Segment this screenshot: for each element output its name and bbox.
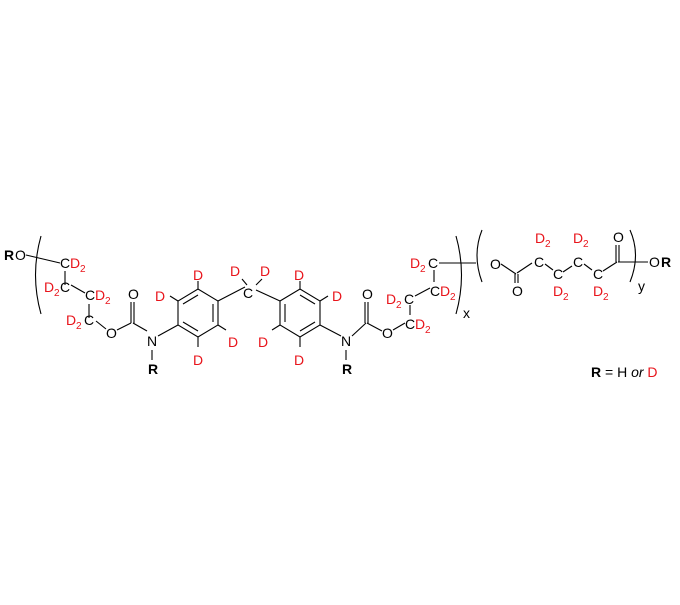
svg-text:O: O xyxy=(512,283,523,299)
svg-text:O: O xyxy=(382,325,393,341)
svg-text:R = H or D: R = H or D xyxy=(591,364,658,380)
svg-text:D: D xyxy=(553,283,563,299)
svg-text:C: C xyxy=(428,255,438,271)
subscript-y: y xyxy=(638,278,645,294)
svg-text:C: C xyxy=(404,291,414,307)
svg-text:C: C xyxy=(430,283,440,299)
svg-text:C: C xyxy=(553,266,563,282)
svg-text:O: O xyxy=(649,254,660,270)
svg-text:D: D xyxy=(193,267,203,283)
svg-text:2: 2 xyxy=(80,264,86,275)
o-left: O xyxy=(15,247,26,263)
mdi-ring-left: D D D D xyxy=(155,267,246,368)
svg-text:D: D xyxy=(193,352,203,368)
svg-text:D: D xyxy=(228,334,238,350)
svg-text:2: 2 xyxy=(583,239,589,250)
svg-text:C: C xyxy=(593,266,603,282)
legend-or: or xyxy=(631,364,645,380)
svg-text:2: 2 xyxy=(54,288,60,299)
svg-text:O: O xyxy=(490,256,501,272)
left-paren-open xyxy=(35,235,42,315)
svg-text:D: D xyxy=(294,352,304,368)
svg-text:O: O xyxy=(362,286,373,302)
svg-text:D: D xyxy=(440,283,450,299)
legend-equals: = H xyxy=(601,364,631,380)
svg-text:C: C xyxy=(84,312,94,328)
svg-text:C: C xyxy=(573,254,583,270)
svg-text:D: D xyxy=(573,230,583,246)
subscript-x: x xyxy=(463,305,470,321)
svg-text:D: D xyxy=(44,279,54,295)
svg-text:N: N xyxy=(341,333,351,349)
left-paren-y xyxy=(476,229,483,283)
svg-text:C: C xyxy=(85,287,95,303)
svg-text:D: D xyxy=(258,334,268,350)
svg-text:2: 2 xyxy=(105,296,111,307)
adipate-segment: O O C D 2 C D 2 C D 2 C D 2 O xyxy=(490,229,648,303)
svg-text:D: D xyxy=(593,283,603,299)
svg-text:2: 2 xyxy=(563,292,569,303)
svg-text:D: D xyxy=(95,287,105,303)
svg-text:2: 2 xyxy=(450,292,456,303)
svg-text:D: D xyxy=(410,255,420,271)
svg-text:N: N xyxy=(147,333,157,349)
mdi-ring-right: D D D D xyxy=(258,267,342,368)
legend-d: D xyxy=(644,364,658,380)
svg-text:D: D xyxy=(535,230,545,246)
butanediol-right: C D 2 D 2 C C D 2 D 2 C xyxy=(386,255,476,336)
svg-text:D: D xyxy=(332,288,342,304)
svg-text:D: D xyxy=(386,291,396,307)
right-end-group: O R xyxy=(649,254,671,270)
carbamate-right: N R O O xyxy=(341,286,406,377)
svg-text:D: D xyxy=(415,316,425,332)
svg-text:2: 2 xyxy=(76,321,82,332)
svg-text:2: 2 xyxy=(420,264,426,275)
svg-text:D: D xyxy=(66,312,76,328)
svg-text:C: C xyxy=(60,279,70,295)
svg-text:2: 2 xyxy=(396,300,402,311)
carbamate-left: O O N R xyxy=(106,286,179,377)
svg-text:O: O xyxy=(128,286,139,302)
svg-text:R: R xyxy=(661,254,671,270)
svg-text:C: C xyxy=(243,285,253,301)
r-left: R xyxy=(4,247,14,263)
right-paren-x xyxy=(455,235,462,315)
svg-text:R: R xyxy=(148,361,158,377)
svg-text:C: C xyxy=(60,255,70,271)
svg-text:C: C xyxy=(405,316,415,332)
butanediol-left: C D 2 D 2 C C D 2 D 2 C xyxy=(25,254,111,332)
svg-text:R: R xyxy=(342,361,352,377)
svg-text:D: D xyxy=(155,288,165,304)
svg-text:O: O xyxy=(106,325,117,341)
svg-text:O: O xyxy=(613,229,624,245)
svg-text:D: D xyxy=(230,263,240,279)
methylene-bridge: C D D xyxy=(230,263,281,302)
r-legend: R = H or D xyxy=(591,364,658,380)
svg-text:D: D xyxy=(294,267,304,283)
svg-text:2: 2 xyxy=(545,239,551,250)
svg-text:2: 2 xyxy=(425,325,431,336)
svg-text:C: C xyxy=(534,254,544,270)
left-end-group: R O xyxy=(4,247,26,263)
svg-text:D: D xyxy=(260,263,270,279)
legend-r: R xyxy=(591,364,601,380)
svg-text:D: D xyxy=(70,255,80,271)
right-paren-y xyxy=(629,229,637,283)
svg-text:2: 2 xyxy=(603,292,609,303)
